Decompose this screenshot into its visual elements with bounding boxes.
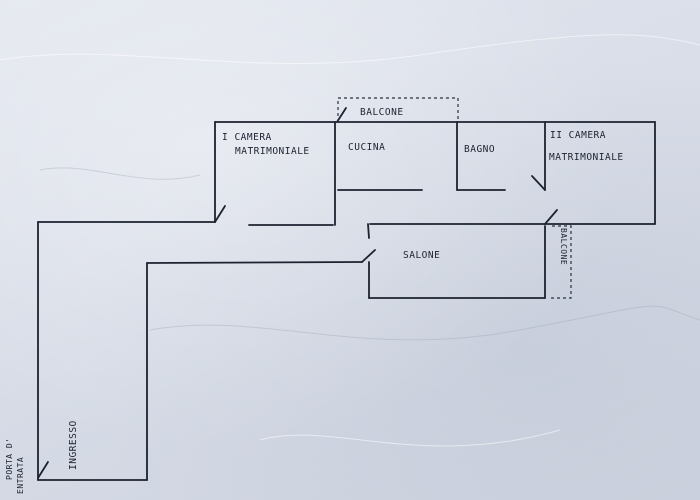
door-camera2: [544, 209, 558, 225]
label-bagno: BAGNO: [464, 144, 495, 155]
walls: [37, 121, 656, 481]
label-balcone-right: BALCONE: [559, 228, 568, 265]
label-camera2-line1: II CAMERA: [550, 130, 606, 141]
door-salone: [361, 249, 376, 263]
door-bagno-camera2: [531, 175, 546, 191]
label-porta-entrata-line2: ENTRATA: [16, 457, 25, 494]
balcone-right-outline: [550, 225, 572, 299]
room-labels: I CAMERA MATRIMONIALE CUCINA BALCONE BAG…: [5, 107, 624, 494]
label-camera1-line2: MATRIMONIALE: [235, 146, 310, 157]
label-cucina: CUCINA: [348, 142, 385, 153]
label-ingresso: INGRESSO: [68, 420, 79, 470]
balconies: [337, 97, 572, 299]
balcone-top-outline: [337, 97, 459, 122]
label-camera1-line1: I CAMERA: [222, 132, 272, 143]
doors: [37, 107, 558, 479]
label-balcone-top: BALCONE: [360, 107, 404, 118]
label-salone: SALONE: [403, 250, 440, 261]
label-camera2-line2: MATRIMONIALE: [549, 152, 624, 163]
wall-corridor-lower: [146, 261, 363, 264]
paper-texture: [0, 34, 700, 447]
door-entrata: [37, 461, 49, 479]
door-salone-top: [367, 223, 370, 239]
door-camera1: [214, 205, 226, 223]
label-porta-entrata-line1: PORTA D': [5, 437, 14, 480]
